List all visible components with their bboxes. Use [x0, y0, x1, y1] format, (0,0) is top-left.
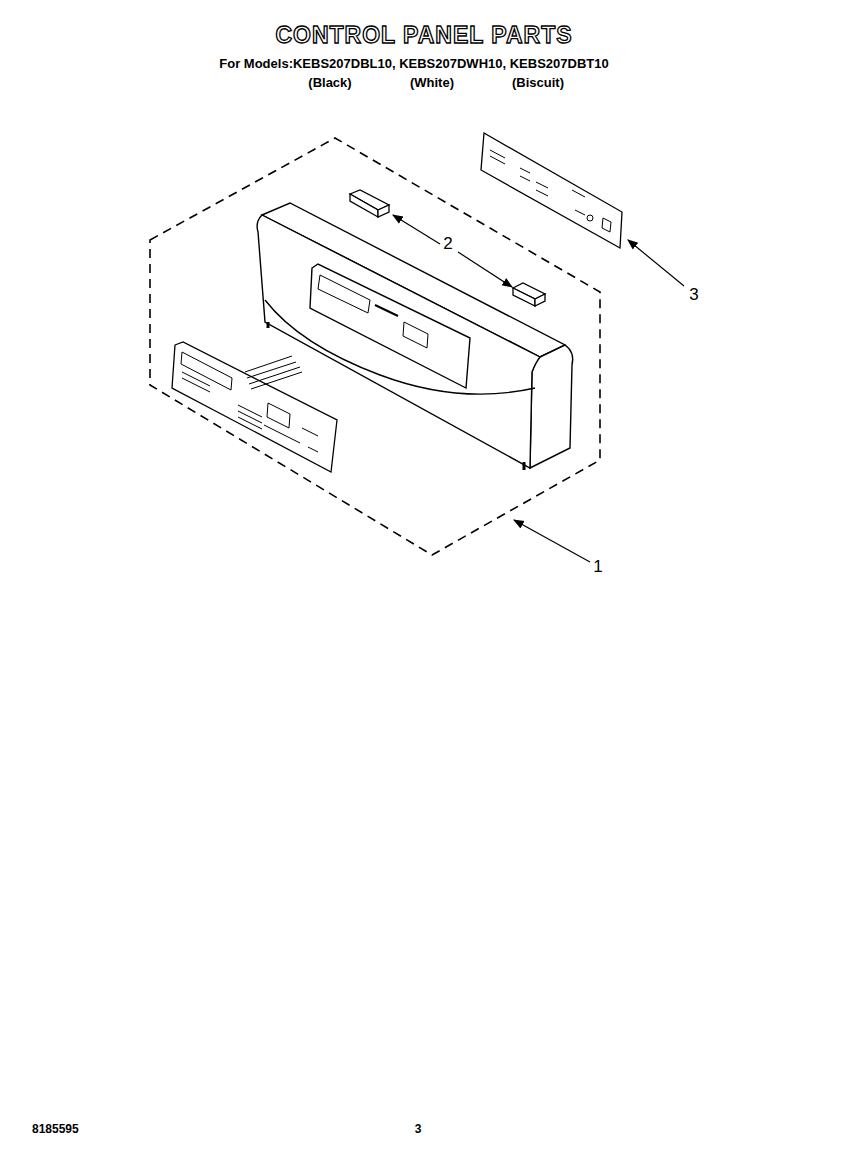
control-board — [481, 133, 622, 248]
color-name: (Black) — [308, 75, 351, 90]
assembly-outline — [150, 138, 600, 555]
callout-number: 2 — [443, 234, 452, 254]
bracket — [350, 190, 545, 306]
touchpad-overlay — [172, 342, 337, 472]
color-name: (Biscuit) — [512, 75, 564, 90]
page-title: CONTROL PANEL PARTS — [275, 22, 572, 49]
page-number: 3 — [415, 1122, 422, 1136]
color-name: (White) — [410, 75, 454, 90]
document-number: 8185595 — [32, 1122, 79, 1136]
leader-line — [393, 215, 684, 562]
callout-number: 3 — [689, 285, 698, 305]
callout-number: 1 — [593, 557, 602, 577]
model-list: For Models:KEBS207DBL10, KEBS207DWH10, K… — [219, 56, 608, 71]
